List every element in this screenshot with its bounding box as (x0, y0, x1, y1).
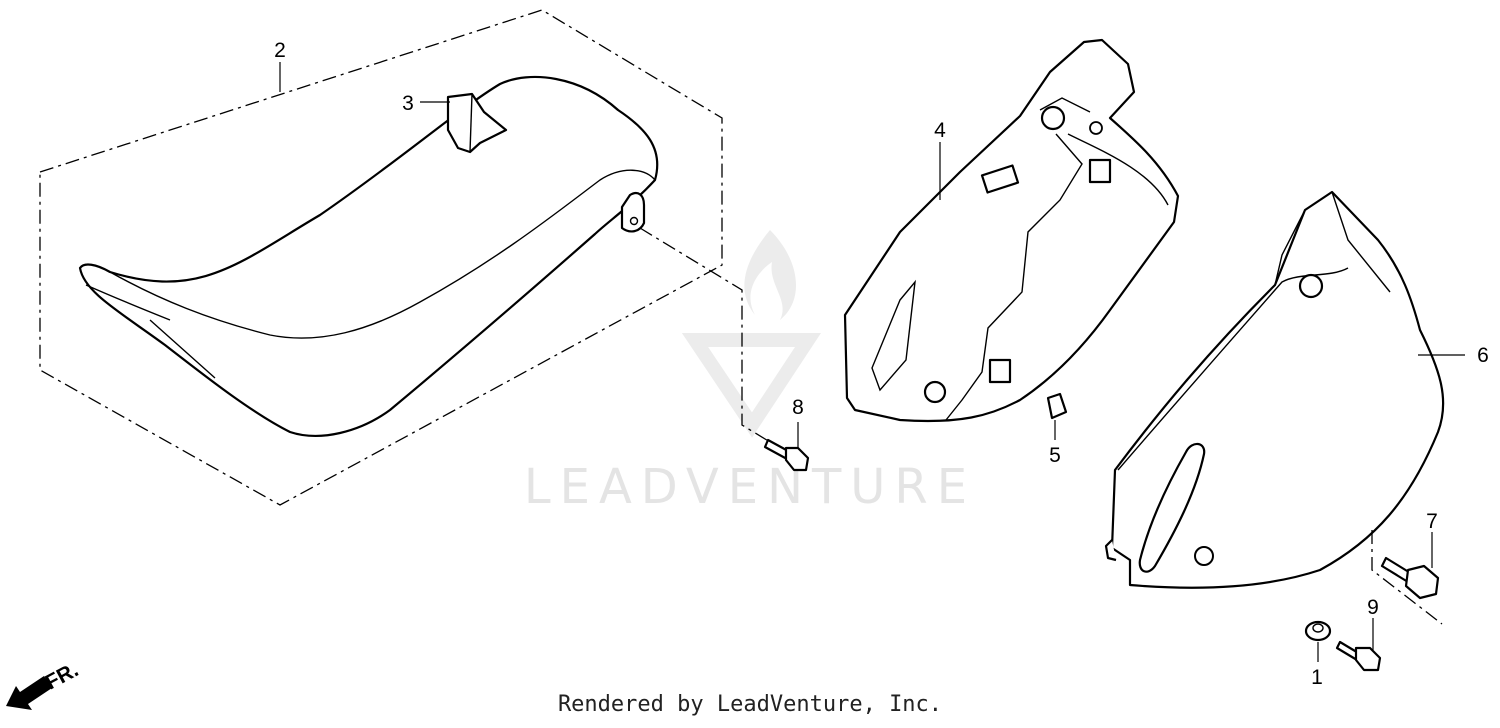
side-cover-left-slot (871, 279, 916, 392)
bolt-9[interactable] (1335, 640, 1382, 672)
callout-7: 7 (1426, 510, 1438, 533)
washer-1[interactable] (1304, 620, 1332, 642)
side-cover-left-body (843, 38, 1180, 423)
side-cover-left[interactable] (843, 38, 1180, 423)
side-cover-left-rib (945, 133, 1083, 421)
side-cover-left-flange (1039, 97, 1169, 206)
side-cover-left-hole-bottom (923, 380, 947, 404)
seat-assembly-outline (39, 9, 723, 506)
seat-front-seam (85, 284, 216, 379)
leader-lines (279, 62, 1465, 662)
bolt-7-install-path (1371, 530, 1443, 625)
side-cover-left-clip-lower (988, 358, 1012, 384)
washer-1-body (1304, 620, 1332, 642)
watermark: LEADVENTURE (524, 230, 976, 515)
seat-mount-hole (629, 216, 639, 226)
callout-5: 5 (1049, 444, 1061, 467)
clip-nut[interactable] (1046, 392, 1068, 420)
clip-nut-body (1046, 392, 1068, 420)
callout-8: 8 (792, 396, 804, 419)
seat-body (78, 75, 659, 437)
callout-2: 2 (274, 39, 286, 62)
side-cover-right[interactable] (1104, 190, 1445, 589)
side-cover-right-hole-bottom (1194, 546, 1214, 566)
bolt-7-head (1404, 564, 1440, 600)
side-cover-left-pad (980, 164, 1020, 194)
strap-fold (469, 93, 473, 153)
callout-3: 3 (402, 92, 414, 115)
render-credit: Rendered by LeadVenture, Inc. (557, 692, 943, 717)
callout-6: 6 (1477, 344, 1489, 367)
front-arrow-icon (6, 676, 52, 710)
bolt-8[interactable] (763, 438, 810, 472)
watermark-v-icon (681, 333, 821, 438)
side-cover-right-hole-top (1298, 273, 1324, 299)
callout-9: 9 (1367, 596, 1379, 619)
bolt-8-install-path (639, 227, 771, 443)
callout-1: 1 (1311, 666, 1323, 689)
bolt-7[interactable] (1380, 556, 1440, 600)
side-cover-left-hole-grommet (1089, 121, 1103, 135)
side-cover-right-body (1110, 190, 1445, 589)
side-cover-right-slot (1138, 442, 1206, 573)
side-cover-left-hole-top (1040, 105, 1066, 131)
side-cover-right-tab (1104, 539, 1117, 562)
watermark-flame-icon (744, 230, 797, 320)
strap-body (446, 92, 508, 154)
seat[interactable] (78, 75, 659, 437)
callouts: 2 3 4 5 6 7 8 9 1 (274, 39, 1489, 689)
seat-strap[interactable] (446, 92, 508, 154)
callout-4: 4 (934, 119, 946, 142)
watermark-text: LEADVENTURE (524, 459, 976, 515)
side-cover-left-clip-upper (1088, 158, 1112, 184)
seat-mount-tab (620, 191, 646, 233)
side-cover-right-rim (1117, 191, 1391, 471)
seat-edge-line (109, 169, 656, 339)
bolt-9-head (1354, 646, 1382, 672)
washer-1-hole (1312, 623, 1324, 633)
